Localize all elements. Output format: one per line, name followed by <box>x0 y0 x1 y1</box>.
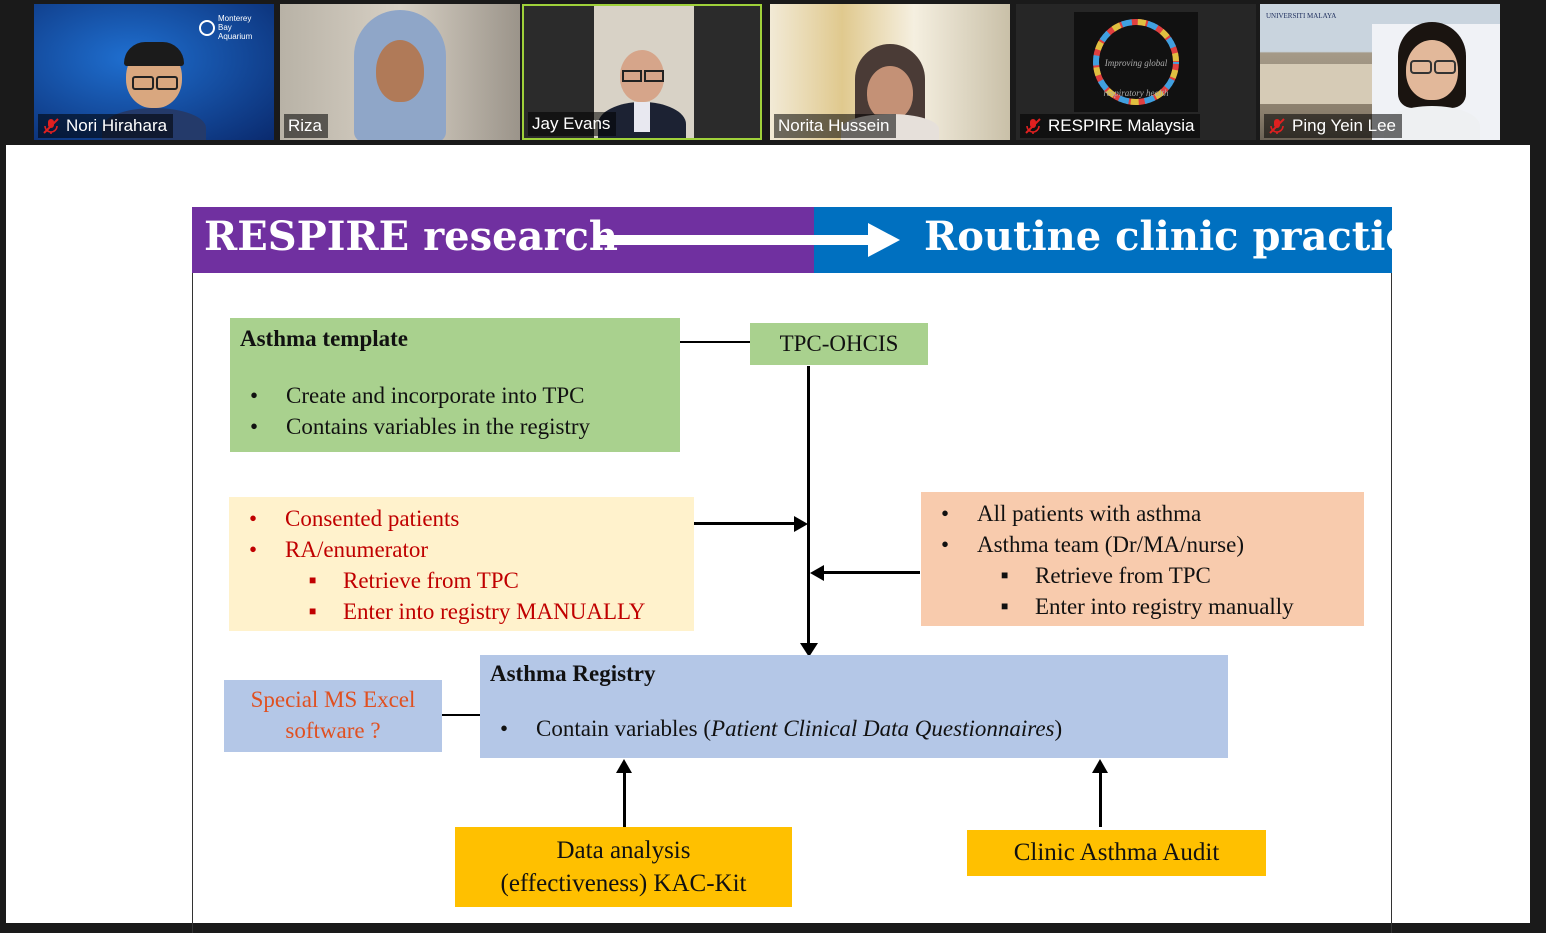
list-item: Contain variables (Patient Clinical Data… <box>490 713 1218 744</box>
tpc-ohcis-box: TPC-OHCIS <box>750 323 928 365</box>
connector-line <box>1099 771 1102 827</box>
list-item: Enter into registry MANUALLY <box>297 596 684 627</box>
aquarium-logo: Monterey Bay Aquarium <box>199 14 264 41</box>
registry-item-suffix: ) <box>1055 716 1063 741</box>
participant-tile[interactable]: Improving global respiratory health RESP… <box>1016 4 1256 140</box>
banner-right: Routine clinic practice <box>814 207 1392 273</box>
asthma-template-title: Asthma template <box>240 326 670 352</box>
list-item: Enter into registry manually <box>989 591 1354 622</box>
list-item: Consented patients <box>239 503 684 534</box>
connector-line <box>680 341 750 343</box>
consented-patients-box: Consented patients RA/enumerator Retriev… <box>229 497 694 631</box>
asthma-registry-box: Asthma Registry Contain variables (Patie… <box>480 655 1228 758</box>
participant-tile[interactable]: Monterey Bay Aquarium Nori Hirahara <box>34 4 274 140</box>
participant-name: Nori Hirahara <box>38 114 173 138</box>
registry-item-italic: Patient Clinical Data Questionnaires <box>711 716 1054 741</box>
banner-right-title: Routine clinic practice <box>924 213 1435 260</box>
asthma-template-box: Asthma template Create and incorporate i… <box>230 318 680 452</box>
university-logo: UNIVERSITI MALAYA <box>1266 12 1366 20</box>
connector-line-vertical <box>807 366 810 648</box>
list-item: RA/enumerator <box>239 534 684 565</box>
participant-name: RESPIRE Malaysia <box>1020 114 1200 138</box>
participant-tile-active[interactable]: Jay Evans <box>522 4 762 140</box>
participant-name: Norita Hussein <box>774 114 896 138</box>
asthma-registry-title: Asthma Registry <box>490 661 1218 687</box>
participant-strip: Monterey Bay Aquarium Nori Hirahara Riza <box>0 0 1546 145</box>
connector-line <box>824 571 920 574</box>
slide-banner: RESPIRE research Routine clinic practice <box>192 207 1392 273</box>
arrow-up-icon <box>1092 759 1108 773</box>
connector-line <box>623 771 626 827</box>
clinic-audit-box: Clinic Asthma Audit <box>967 830 1266 876</box>
list-item: Contains variables in the registry <box>240 411 670 442</box>
list-item: Retrieve from TPC <box>297 565 684 596</box>
list-item: Asthma team (Dr/MA/nurse) <box>931 529 1354 560</box>
participant-name: Riza <box>284 114 328 138</box>
arrow-right-icon <box>794 516 808 532</box>
analysis-line: Data analysis <box>455 834 792 867</box>
shared-slide: RESPIRE research Routine clinic practice… <box>6 145 1530 923</box>
all-patients-box: All patients with asthma Asthma team (Dr… <box>921 492 1364 626</box>
participant-tile[interactable]: Riza <box>280 4 520 140</box>
arrow-right-icon <box>600 223 900 257</box>
participant-name: Ping Yein Lee <box>1264 114 1402 138</box>
participant-tile[interactable]: Norita Hussein <box>770 4 1010 140</box>
participant-tile[interactable]: UNIVERSITI MALAYA Ping Yein Lee <box>1260 4 1500 140</box>
excel-line: software ? <box>224 715 442 746</box>
arrow-up-icon <box>616 759 632 773</box>
analysis-line: (effectiveness) KAC-Kit <box>455 867 792 900</box>
mic-muted-icon <box>1024 117 1042 135</box>
participant-name: Jay Evans <box>528 112 616 136</box>
registry-item-prefix: Contain variables ( <box>536 716 711 741</box>
mic-muted-icon <box>1268 117 1286 135</box>
respire-logo: Improving global respiratory health <box>1074 12 1198 112</box>
mic-muted-icon <box>42 117 60 135</box>
banner-left-title: RESPIRE research <box>204 213 618 260</box>
excel-software-box: Special MS Excel software ? <box>224 680 442 752</box>
excel-line: Special MS Excel <box>224 684 442 715</box>
arrow-left-icon <box>810 565 824 581</box>
list-item: Retrieve from TPC <box>989 560 1354 591</box>
data-analysis-box: Data analysis (effectiveness) KAC-Kit <box>455 827 792 907</box>
list-item: All patients with asthma <box>931 498 1354 529</box>
list-item: Create and incorporate into TPC <box>240 380 670 411</box>
connector-line <box>694 522 798 525</box>
connector-line <box>442 714 480 716</box>
